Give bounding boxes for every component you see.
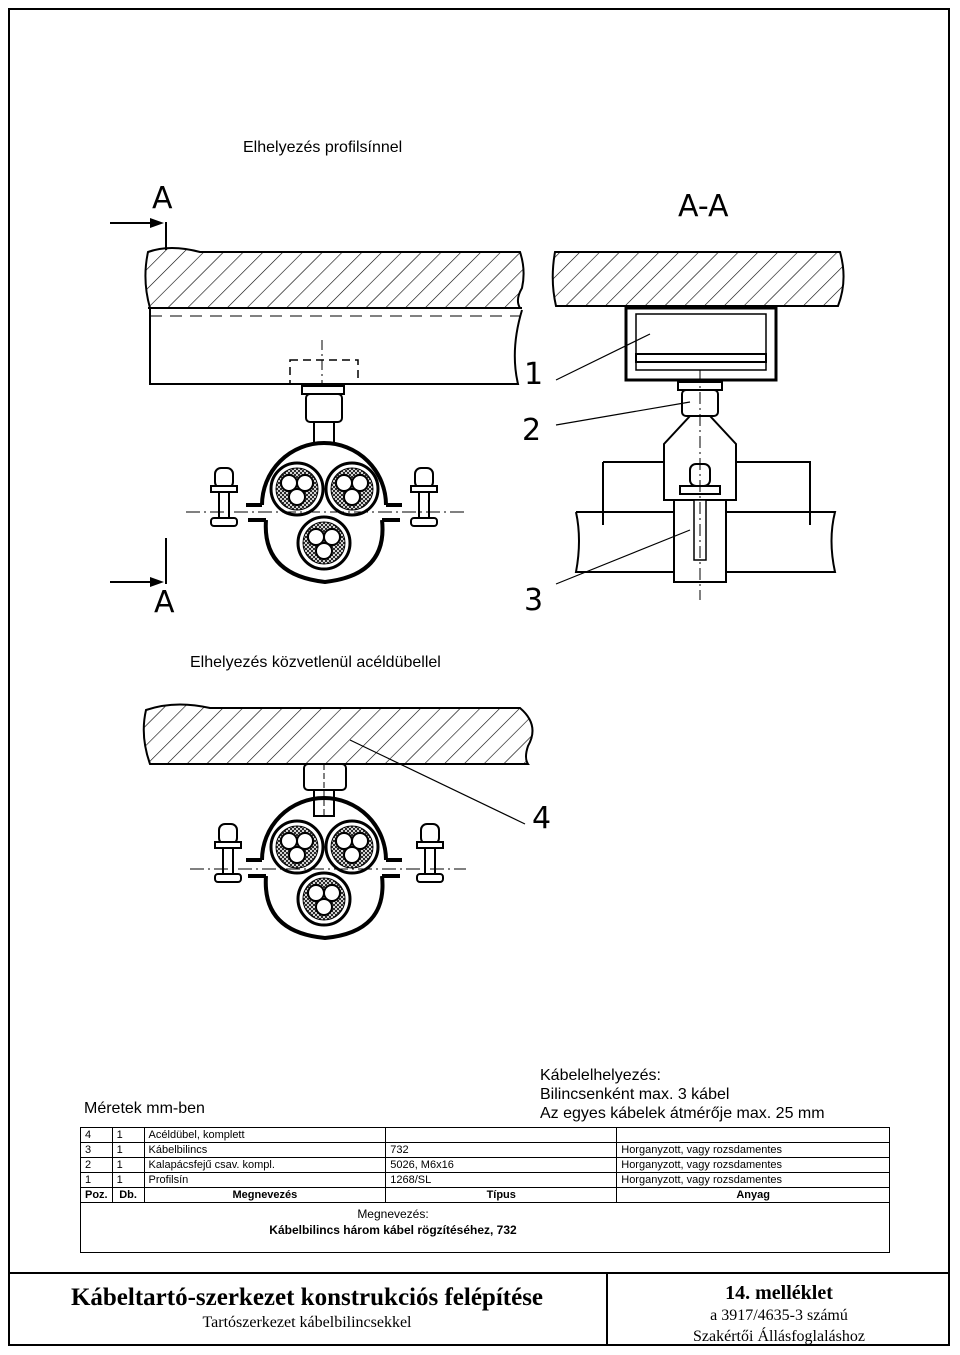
cell-anyag: [616, 1127, 890, 1143]
header-db: Db.: [111, 1187, 145, 1203]
table-row: 1 1 Profilsín 1268/SL Horganyzott, vagy …: [80, 1172, 890, 1188]
cell-tipus: 732: [385, 1142, 618, 1158]
cell-tipus: [385, 1127, 618, 1143]
designation-block: Megnevezés: Kábelbilincs három kábel rög…: [80, 1206, 706, 1238]
caption-profile-rail: Elhelyezés profilsínnel: [243, 139, 403, 156]
header-anyag: Anyag: [616, 1187, 890, 1203]
annex-number: 14. melléklet: [725, 1282, 833, 1304]
section-view-aa: A-A 1 2 3: [522, 189, 845, 618]
table-header-row: Poz. Db. Megnevezés Típus Anyag: [80, 1187, 890, 1203]
top-left-view: A A: [110, 181, 525, 620]
annex-document: Szakértői Állásfoglaláshoz: [693, 1328, 865, 1345]
technical-drawing: A A A-A 1 2 3: [110, 181, 845, 941]
page-frame: [8, 8, 950, 1346]
cell-poz: 1: [80, 1172, 113, 1188]
designation-label: Megnevezés:: [357, 1207, 429, 1221]
document-title: Kábeltartó-szerkezet konstrukciós felépí…: [70, 1284, 544, 1311]
title-block-annex: 14. melléklet a 3917/4635-3 számú Szakér…: [610, 1274, 948, 1346]
designation-title: Kábelbilincs három kábel rögzítéséhez, 7…: [269, 1223, 517, 1237]
section-view-label: A-A: [678, 189, 729, 224]
pos-4-label: 4: [532, 801, 551, 836]
cell-poz: 2: [80, 1157, 113, 1173]
notes-max-diameter: Az egyes kábelek átmérője max. 25 mm: [540, 1105, 825, 1122]
installation-notes: Kábelelhelyezés: Bilincsenként max. 3 ká…: [540, 1066, 825, 1123]
parts-table: 4 1 Acéldübel, komplett 3 1 Kábelbilincs…: [80, 1127, 890, 1203]
cell-anyag: Horganyzott, vagy rozsdamentes: [616, 1157, 890, 1173]
cell-name: Acéldübel, komplett: [143, 1127, 387, 1143]
caption-steel-dowel: Elhelyezés közvetlenül acéldübellel: [190, 654, 441, 671]
section-marker-top: A: [152, 181, 173, 216]
header-poz: Poz.: [80, 1187, 113, 1203]
cell-tipus: 1268/SL: [385, 1172, 618, 1188]
document-subtitle: Tartószerkezet kábelbilincsekkel: [202, 1314, 412, 1331]
header-tipus: Típus: [385, 1187, 618, 1203]
cell-anyag: Horganyzott, vagy rozsdamentes: [616, 1172, 890, 1188]
table-row: 4 1 Acéldübel, komplett: [80, 1127, 890, 1143]
units-note: Méretek mm-ben: [84, 1100, 205, 1117]
cell-tipus: 5026, M6x16: [385, 1157, 618, 1173]
notes-heading: Kábelelhelyezés:: [540, 1067, 661, 1084]
annex-reference: a 3917/4635-3 számú: [710, 1307, 848, 1324]
header-name: Megnevezés: [143, 1187, 387, 1203]
cell-db: 1: [111, 1127, 145, 1143]
dowel-mount-view: 4: [142, 703, 551, 941]
cell-name: Kalapácsfejű csav. kompl.: [143, 1157, 387, 1173]
table-row: 2 1 Kalapácsfejű csav. kompl. 5026, M6x1…: [80, 1157, 890, 1173]
pos-3-label: 3: [524, 583, 543, 618]
title-block-main: Kábeltartó-szerkezet konstrukciós felépí…: [8, 1274, 608, 1346]
title-block: Kábeltartó-szerkezet konstrukciós felépí…: [8, 1272, 950, 1346]
cell-name: Kábelbilincs: [143, 1142, 387, 1158]
cell-anyag: Horganyzott, vagy rozsdamentes: [616, 1142, 890, 1158]
cell-name: Profilsín: [143, 1172, 387, 1188]
cell-db: 1: [111, 1157, 145, 1173]
cell-poz: 3: [80, 1142, 113, 1158]
pos-2-label: 2: [522, 413, 541, 448]
cell-db: 1: [111, 1172, 145, 1188]
table-row: 3 1 Kábelbilincs 732 Horganyzott, vagy r…: [80, 1142, 890, 1158]
cell-db: 1: [111, 1142, 145, 1158]
notes-max-cables: Bilincsenként max. 3 kábel: [540, 1086, 730, 1103]
pos-1-label: 1: [524, 357, 543, 392]
cell-poz: 4: [80, 1127, 113, 1143]
section-marker-bottom: A: [154, 585, 175, 620]
